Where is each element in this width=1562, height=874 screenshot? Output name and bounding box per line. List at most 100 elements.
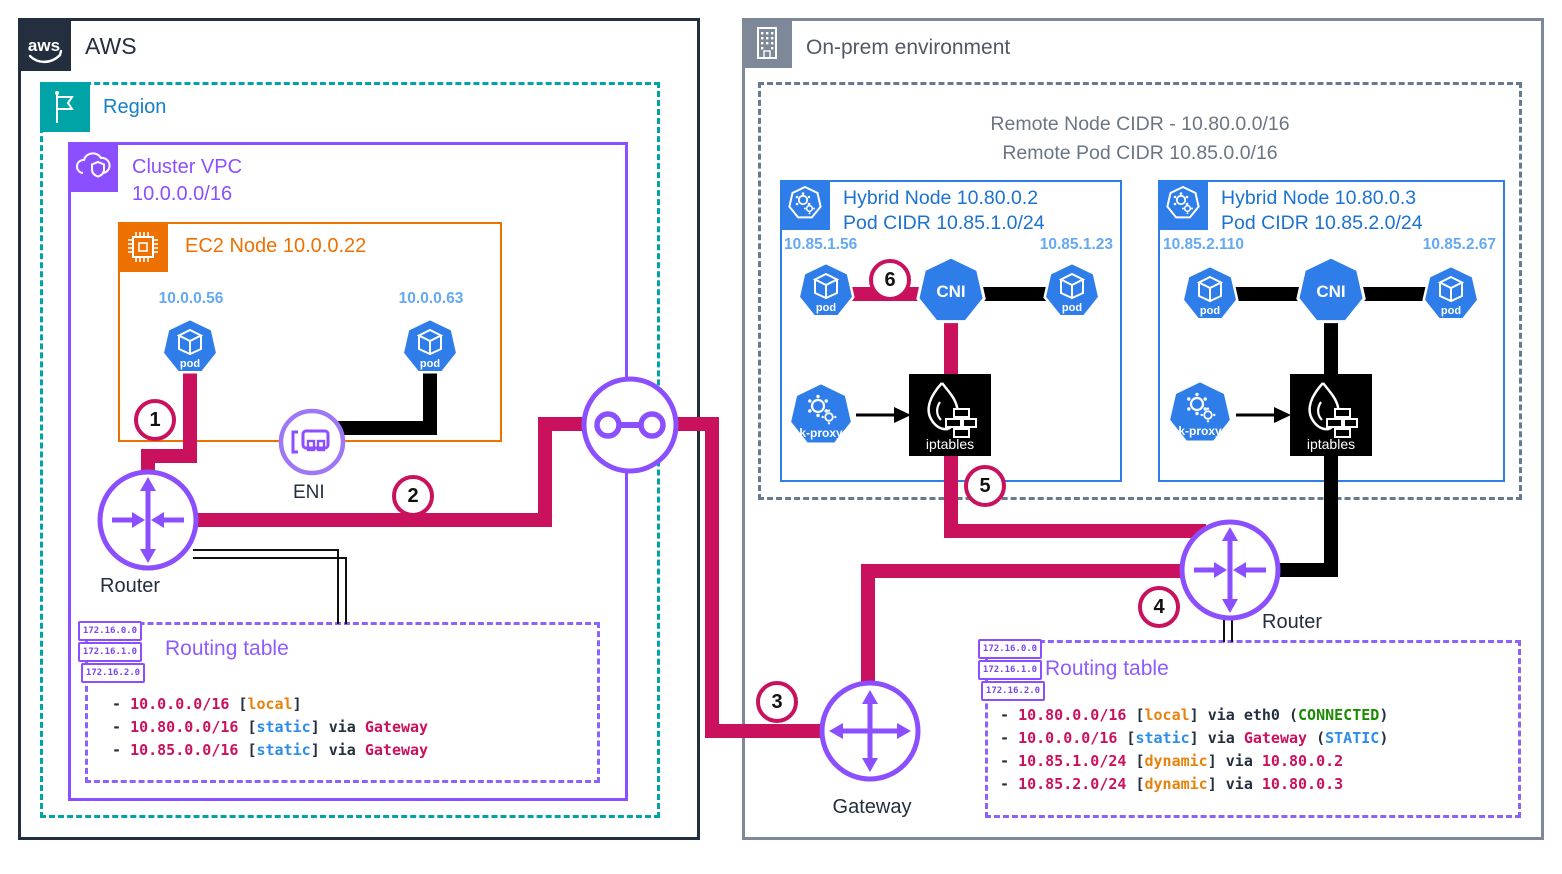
route-entry-chip: 172.16.0.0	[78, 621, 142, 641]
onprem-title: On-prem environment	[806, 36, 1011, 59]
node2-pod-right-ip: 10.85.2.67	[1422, 236, 1496, 253]
aws-logo: aws	[18, 18, 71, 71]
pod-icon-aws-right: pod	[401, 317, 459, 374]
onprem-box	[742, 18, 1544, 840]
hybrid-node1-title-line2: Pod CIDR 10.85.1.0/24	[843, 212, 1045, 234]
aws-pod2-ip: 10.0.0.63	[398, 290, 464, 307]
pod-icon-aws-left: pod	[161, 317, 219, 374]
remote-cidr-box	[758, 82, 1522, 500]
routing-table-title-aws: Routing table	[165, 637, 289, 660]
step-badge-6: 6	[869, 259, 911, 301]
svg-text:k-proxy: k-proxy	[1178, 424, 1222, 438]
arrowhead-kproxy2	[1274, 407, 1291, 423]
lead-aws-router-to-table-a	[193, 549, 339, 624]
remote-pod-cidr: Remote Pod CIDR 10.85.0.0/16	[1002, 142, 1278, 164]
routing-table-row: - 10.85.1.0/24 [dynamic] via 10.80.0.2	[1000, 752, 1344, 770]
pink-line-gateway-to-router2	[861, 564, 1196, 688]
aws-title: AWS	[85, 33, 137, 59]
svg-text:pod: pod	[1200, 305, 1220, 317]
step-badge-1: 1	[134, 399, 176, 441]
aws-logo-icon: aws	[28, 36, 63, 64]
step-badge-2: 2	[392, 475, 434, 517]
gateway-label: Gateway	[832, 796, 912, 818]
router-icon-onprem	[1179, 519, 1281, 621]
routing-table-rows-onprem: - 10.80.0.0/16 [local] via eth0 (CONNECT…	[1000, 706, 1388, 798]
iptables-icon-node1: iptables	[909, 374, 991, 456]
router-icon-aws	[97, 469, 199, 571]
node1-pod-right-ip: 10.85.1.23	[1039, 236, 1113, 253]
region-icon	[40, 82, 90, 132]
route-table-stack-icon-aws: 172.16.0.0 172.16.1.0 172.16.2.0	[78, 621, 145, 684]
node1-pod-left-ip: 10.85.1.56	[784, 236, 858, 253]
router-label-aws: Router	[100, 575, 161, 597]
svg-text:pod: pod	[1062, 302, 1082, 314]
hybrid-node1-icon	[780, 180, 830, 230]
vpc-title: Cluster VPC 10.0.0.0/16	[132, 154, 242, 208]
node2-pod-left-ip: 10.85.2.110	[1163, 236, 1245, 253]
svg-text:pod: pod	[816, 302, 836, 314]
route-entry-chip: 172.16.1.0	[78, 642, 142, 662]
hybrid-node2-icon	[1158, 180, 1208, 230]
hybrid-node2-title-line2: Pod CIDR 10.85.2.0/24	[1221, 212, 1423, 234]
ec2-icon	[118, 222, 168, 272]
svg-text:iptables: iptables	[1307, 436, 1355, 452]
black-line-pod2-to-eni	[311, 372, 437, 435]
routing-table-row: - 10.80.0.0/16 [static] via Gateway	[112, 718, 429, 736]
aws-pod1-ip: 10.0.0.56	[158, 290, 224, 307]
step-badge-3: 3	[756, 681, 798, 723]
svg-text:iptables: iptables	[926, 436, 974, 452]
vpc-title-line: Cluster VPC	[132, 156, 243, 178]
arrowhead-kproxy1	[894, 407, 911, 423]
svg-text:pod: pod	[420, 358, 440, 370]
pod-icon-node2-left: pod	[1181, 264, 1239, 321]
svg-text:pod: pod	[1441, 305, 1461, 317]
routing-table-row: - 10.0.0.0/16 [static] via Gateway (STAT…	[1000, 729, 1389, 747]
flag-icon	[55, 91, 74, 123]
vpc-icon	[68, 142, 118, 192]
svg-text:CNI: CNI	[1316, 282, 1345, 301]
onprem-icon	[742, 18, 792, 68]
routing-table-row: - 10.80.0.0/16 [local] via eth0 (CONNECT…	[1000, 706, 1389, 724]
eni-label: ENI	[293, 482, 325, 503]
chip-icon	[128, 232, 158, 262]
k8s-node-icon	[788, 185, 822, 219]
route-entry-chip: 172.16.0.0	[978, 639, 1042, 659]
svg-text:aws: aws	[28, 36, 60, 55]
peering-icon	[581, 376, 679, 474]
routing-table-title-onprem: Routing table	[1045, 657, 1169, 680]
ec2-node-title: EC2 Node 10.0.0.22	[185, 235, 367, 257]
pink-line-peering-to-gateway	[656, 417, 836, 738]
step-badge-5: 5	[964, 465, 1006, 507]
routing-table-row: - 10.85.0.0/16 [static] via Gateway	[112, 741, 429, 759]
hybrid-node1-title: Hybrid Node 10.80.0.2 Pod CIDR 10.85.1.0…	[843, 186, 1045, 236]
remote-node-cidr: Remote Node CIDR - 10.80.0.0/16	[990, 113, 1290, 135]
firewall-icon: iptables	[1307, 382, 1358, 452]
routing-table-row: - 10.85.2.0/24 [dynamic] via 10.80.0.3	[1000, 775, 1344, 793]
svg-text:CNI: CNI	[936, 282, 965, 301]
pod-icon-node1-right: pod	[1043, 261, 1101, 318]
k8s-node-icon	[1166, 185, 1200, 219]
gateway-icon	[819, 680, 921, 782]
iptables-icon-node2: iptables	[1290, 374, 1372, 456]
route-entry-chip: 172.16.2.0	[81, 663, 145, 683]
step-badge-4: 4	[1138, 586, 1180, 628]
routing-table-box-aws	[85, 622, 600, 783]
cni-icon-node2: CNI	[1296, 255, 1366, 324]
lead-aws-router-to-table-b	[193, 557, 347, 624]
cni-icon-node1: CNI	[916, 255, 986, 324]
svg-text:k-proxy: k-proxy	[799, 426, 843, 440]
pod-icon-node2-right: pod	[1422, 264, 1480, 321]
eni-icon	[278, 408, 346, 476]
region-label: Region	[103, 96, 167, 118]
routing-table-row: - 10.0.0.0/16 [local]	[112, 695, 302, 713]
kproxy-icon-node2: k-proxy	[1167, 379, 1233, 444]
kproxy-icon-node1: k-proxy	[788, 381, 854, 446]
hybrid-node2-title: Hybrid Node 10.80.0.3 Pod CIDR 10.85.2.0…	[1221, 186, 1423, 236]
vpc-cidr: 10.0.0.0/16	[132, 183, 233, 205]
firewall-icon: iptables	[926, 382, 977, 452]
routing-table-box-onprem	[985, 640, 1521, 818]
route-entry-chip: 172.16.2.0	[981, 681, 1045, 701]
pink-line-pod-to-router	[141, 372, 197, 482]
cloud-security-icon	[76, 152, 111, 178]
